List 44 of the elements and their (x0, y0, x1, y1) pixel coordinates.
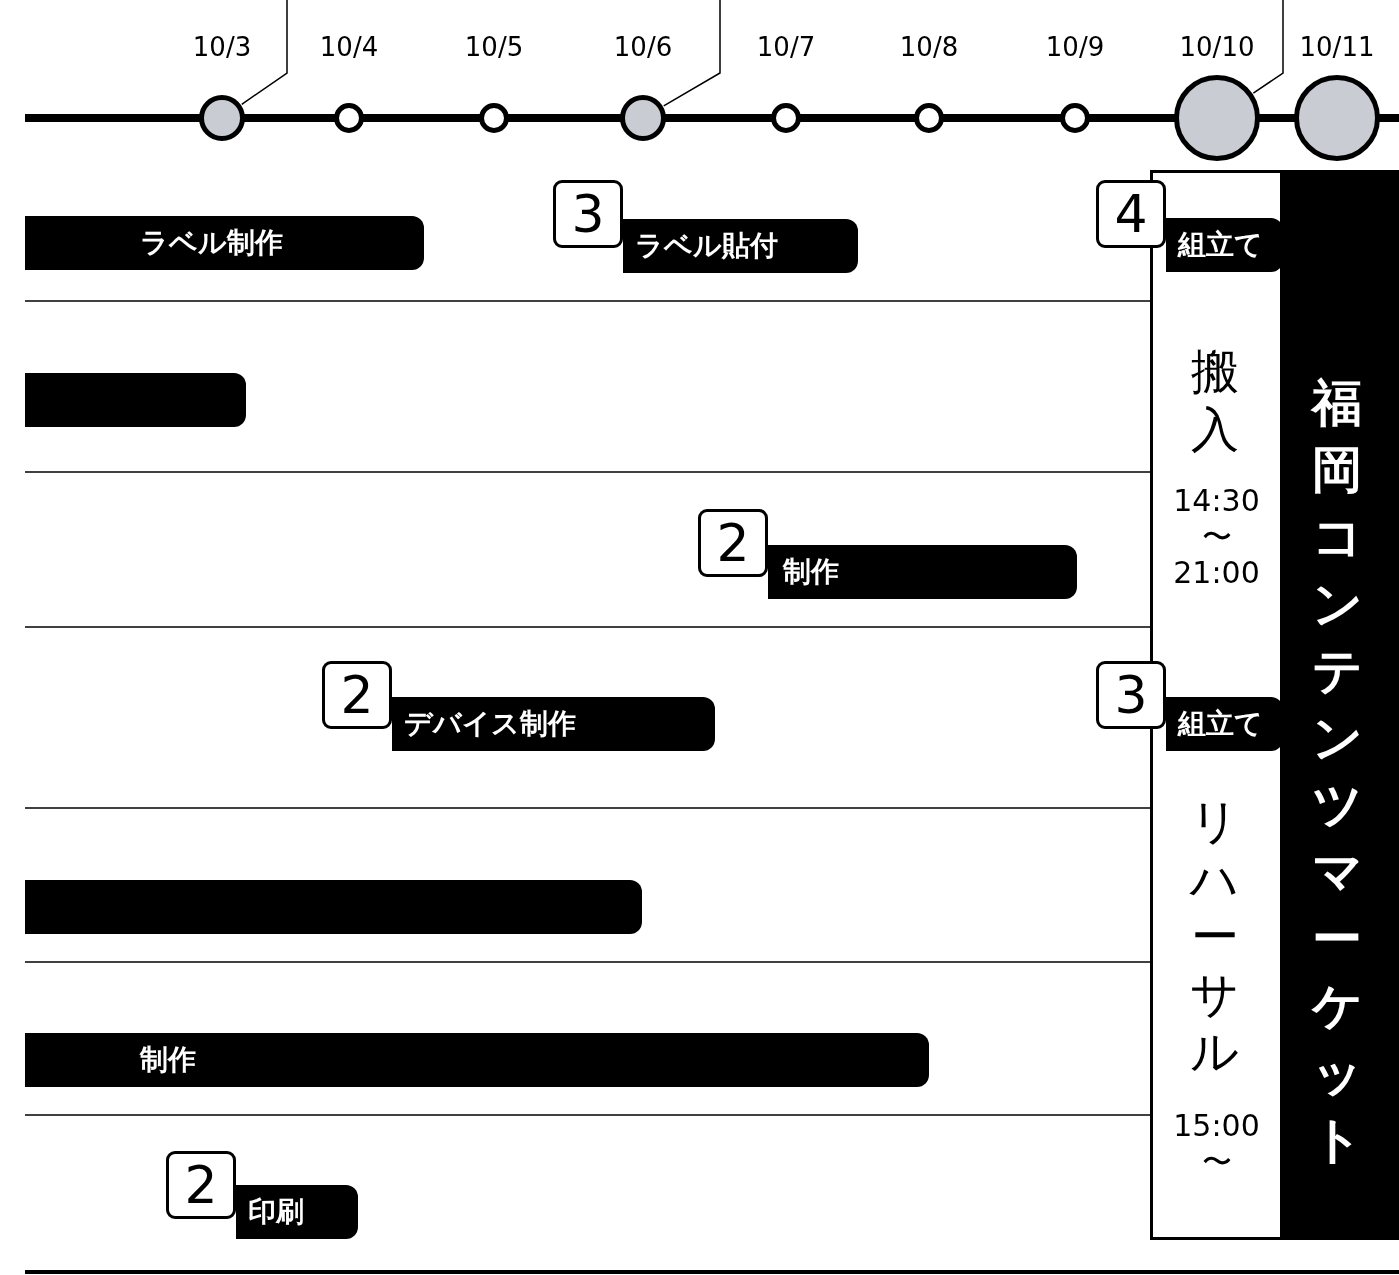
task-label: ラベル貼付 (635, 228, 778, 264)
date-label: 10/10 (1179, 32, 1255, 62)
step-number-badge: 2 (166, 1151, 236, 1219)
event-band (1283, 170, 1399, 1240)
task-bar (1166, 697, 1283, 751)
step-number-badge: 3 (553, 180, 623, 248)
time-text: 14:30 〜 21:00 (1172, 483, 1261, 591)
date-label: 10/7 (756, 32, 816, 62)
vertical-text: 搬入 (1189, 343, 1244, 459)
task-label: デバイス制作 (404, 706, 576, 742)
task-label: 制作 (783, 554, 839, 590)
task-label: 組立て (1178, 706, 1263, 742)
task-bar (392, 697, 715, 751)
task-label: 組立て (1178, 227, 1263, 263)
date-label: 10/8 (899, 32, 959, 62)
task-bar (623, 219, 858, 273)
task-label: 印刷 (248, 1194, 304, 1230)
task-label: 制作 (140, 1042, 196, 1078)
date-label: 10/4 (319, 32, 379, 62)
date-label: 10/11 (1299, 32, 1375, 62)
leader-line (241, 0, 288, 106)
vertical-text: リハーサル (1188, 793, 1244, 1081)
task-bar (236, 1185, 358, 1239)
date-label: 10/9 (1045, 32, 1105, 62)
event-title: 福岡コンテンツマーケット (1312, 373, 1364, 1171)
time-text: 15:00 〜 (1172, 1108, 1261, 1180)
task-bar (25, 373, 246, 427)
leader-line (662, 0, 721, 107)
task-bar (25, 880, 642, 934)
leader-line (1252, 0, 1284, 94)
task-bar (768, 545, 1077, 599)
date-label: 10/6 (613, 32, 673, 62)
date-label: 10/3 (192, 32, 252, 62)
schedule-panel (1150, 170, 1283, 1240)
task-label: ラベル制作 (140, 225, 283, 261)
step-number-badge: 4 (1096, 180, 1166, 248)
date-circle (199, 95, 245, 141)
step-number-badge: 2 (322, 661, 392, 729)
step-number-badge: 2 (698, 509, 768, 577)
task-bar (25, 216, 424, 270)
task-bar (1166, 218, 1283, 272)
date-label: 10/5 (464, 32, 524, 62)
step-number-badge: 3 (1096, 661, 1166, 729)
task-bar (25, 1033, 929, 1087)
